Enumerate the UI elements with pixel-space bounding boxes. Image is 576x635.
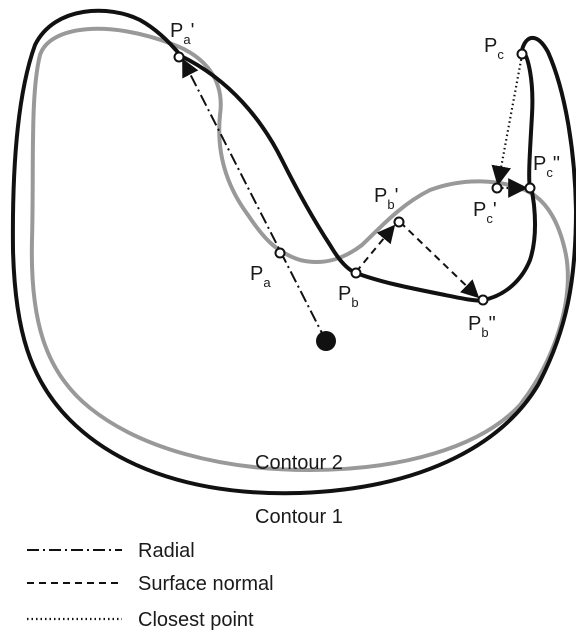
point-pa-marker	[274, 247, 286, 259]
point-pc-dprime-marker	[524, 182, 536, 194]
contour-1-label: Contour 1	[255, 506, 343, 528]
label-pc-dprime: Pc"	[533, 153, 560, 180]
label-pa-prime: Pa'	[170, 20, 194, 47]
label-pc-prime: Pc'	[473, 199, 497, 226]
normal-line-pb-to-pb1	[355, 224, 396, 273]
legend-normal-label: Surface normal	[138, 573, 274, 595]
label-pc: Pc	[484, 35, 504, 62]
label-pb-prime: Pb'	[374, 185, 398, 212]
label-pb-dprime: Pb"	[468, 313, 496, 340]
legend: Radial Surface normal Closest point	[27, 540, 274, 631]
point-pb-prime-marker	[393, 216, 405, 228]
point-pc-prime-marker	[491, 182, 503, 194]
point-pb-marker	[350, 267, 362, 279]
legend-closest-label: Closest point	[138, 609, 254, 631]
radial-line	[182, 58, 327, 342]
label-pa: Pa	[250, 263, 271, 290]
legend-radial-label: Radial	[138, 540, 195, 562]
closest-line-pc-to-pc1	[491, 54, 524, 186]
contour-2-curve	[29, 26, 570, 473]
contour-2-label: Contour 2	[255, 452, 343, 474]
point-pc-marker	[516, 48, 528, 60]
point-pa-prime-marker	[173, 51, 185, 63]
normal-line-pb1-to-pb2	[399, 221, 480, 299]
contour-1-curve	[10, 8, 576, 496]
label-pb: Pb	[338, 283, 359, 310]
point-pb-dprime-marker	[477, 294, 489, 306]
